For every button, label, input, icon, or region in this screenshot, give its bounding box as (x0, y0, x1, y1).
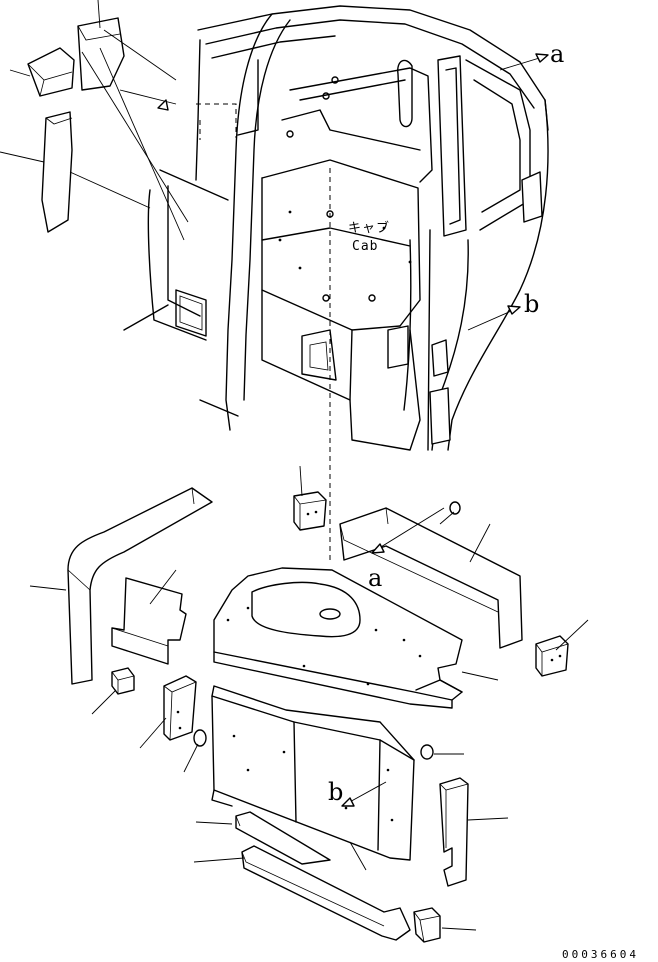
insulation-parts (67, 487, 569, 943)
callout-a-floor: a (368, 564, 382, 592)
top-left-parts (27, 17, 125, 233)
callout-a-top: a (550, 40, 564, 68)
callout-b-floor: b (328, 778, 343, 806)
drawing-code: 00036604 (562, 948, 639, 961)
callout-b-right: b (524, 290, 539, 318)
cab-label-japanese: キャブ (348, 220, 390, 236)
cab-assembly (123, 5, 549, 451)
cab-label-english: Cab (352, 239, 378, 254)
